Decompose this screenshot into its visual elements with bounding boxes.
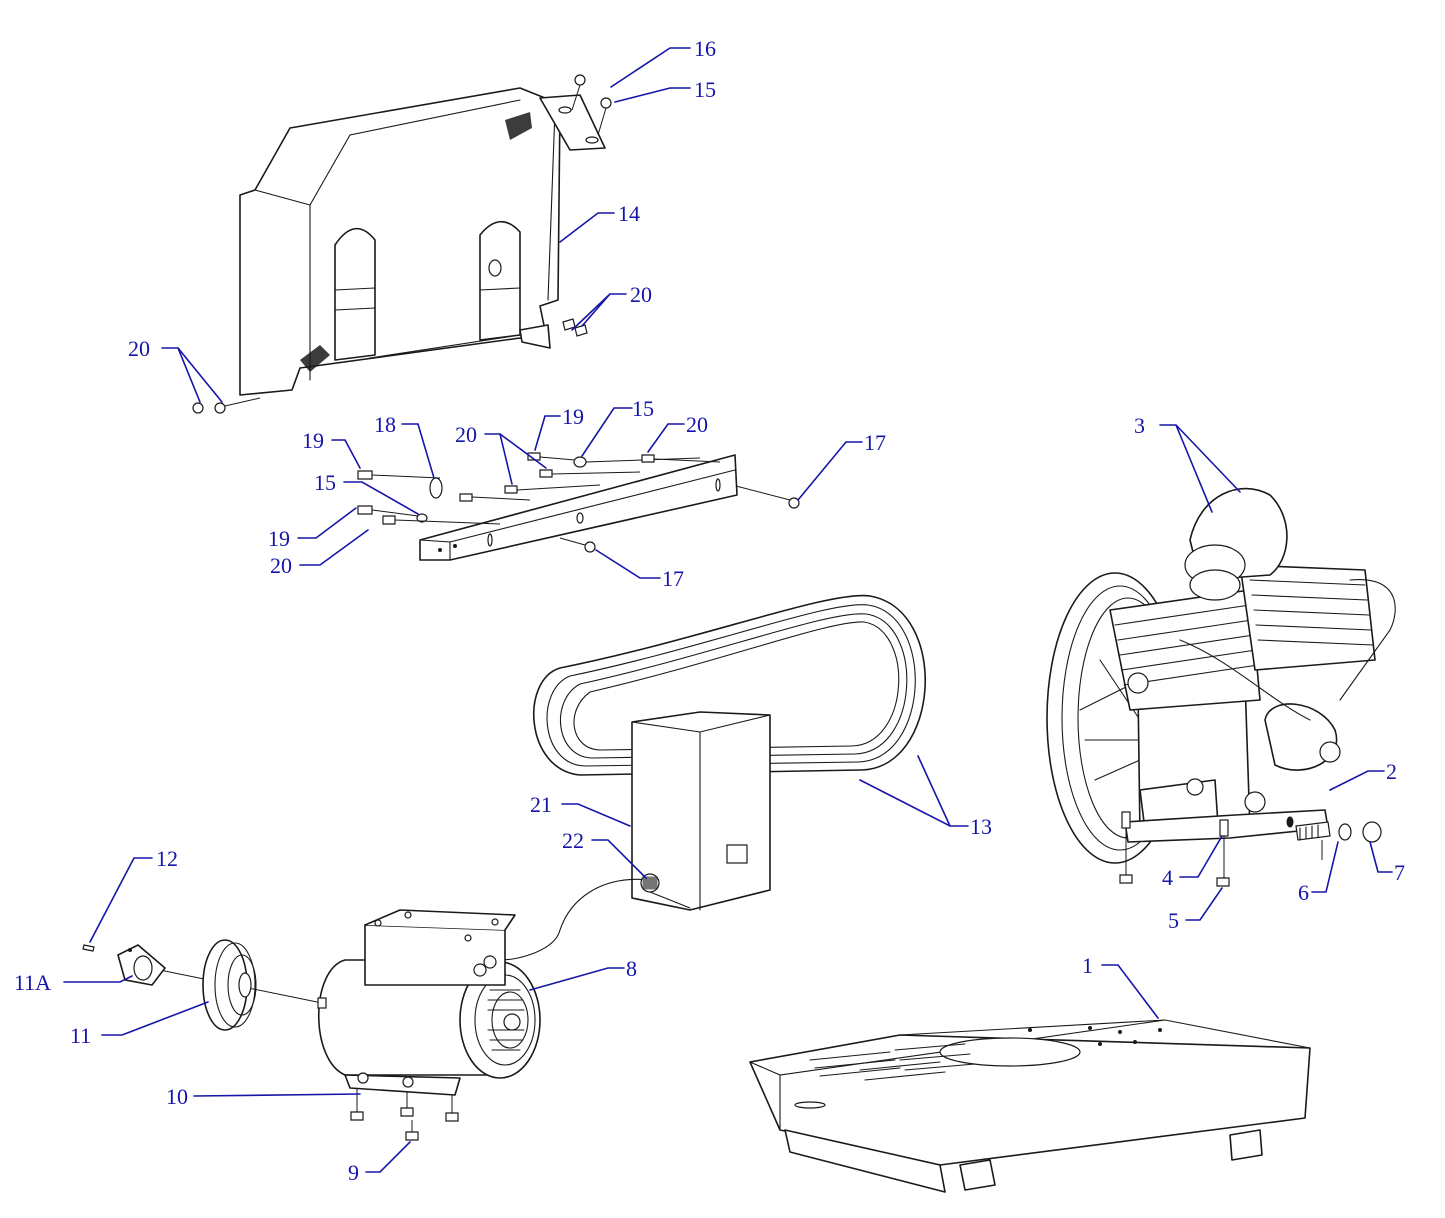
callout-6: 6 (1298, 880, 1309, 905)
callout-16: 16 (694, 36, 716, 61)
callout-3: 3 (1134, 413, 1145, 438)
callout-20: 20 (128, 336, 150, 361)
callout-19: 19 (302, 428, 324, 453)
callout-13: 13 (970, 814, 992, 839)
base-plate-part (749, 1019, 1311, 1193)
callout-1: 1 (1082, 953, 1093, 978)
callout-5: 5 (1168, 908, 1179, 933)
motor-pulley-part (202, 939, 257, 1031)
callout-22: 22 (562, 828, 584, 853)
callout-15: 15 (314, 470, 336, 495)
electric-motor-part (149, 909, 541, 1096)
callouts: 16 15 14 20 20 19 15 20 19 18 20 19 (14, 36, 1405, 1185)
callout-20: 20 (686, 412, 708, 437)
callout-20: 20 (270, 553, 292, 578)
callout-11: 11 (70, 1023, 91, 1048)
pressure-switch-box-part (499, 711, 771, 961)
callout-19: 19 (268, 526, 290, 551)
callout-10: 10 (166, 1084, 188, 1109)
guard-bracket-part (357, 452, 800, 561)
callout-21: 21 (530, 792, 552, 817)
callout-19: 19 (562, 404, 584, 429)
callout-9: 9 (348, 1160, 359, 1185)
motor-fasteners (350, 1088, 459, 1141)
callout-20: 20 (455, 422, 477, 447)
callout-20: 20 (630, 282, 652, 307)
shaft-key-part (82, 944, 95, 952)
callout-2: 2 (1386, 759, 1397, 784)
pulley-hub-part (117, 944, 166, 986)
callout-8: 8 (626, 956, 637, 981)
callout-17: 17 (864, 430, 886, 455)
callout-18: 18 (374, 412, 396, 437)
callout-11A: 11A (14, 970, 51, 995)
callout-17: 17 (662, 566, 684, 591)
callout-12: 12 (156, 846, 178, 871)
callout-4: 4 (1162, 865, 1173, 890)
callout-15: 15 (694, 77, 716, 102)
callout-14: 14 (618, 201, 640, 226)
compressor-pump-part (1046, 487, 1396, 864)
callout-15: 15 (632, 396, 654, 421)
callout-7: 7 (1394, 860, 1405, 885)
pump-fasteners (1119, 811, 1382, 887)
belt-guard-part (239, 87, 606, 396)
